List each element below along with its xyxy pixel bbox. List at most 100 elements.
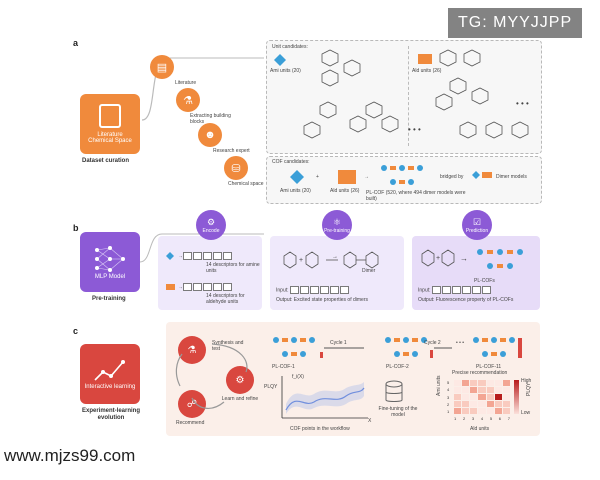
amine-unit-icon (274, 54, 286, 66)
heatmap-row-label: 3 (447, 394, 450, 400)
plot-fx-label: f_i(X) (292, 374, 304, 380)
cof-amine-icon (290, 170, 304, 184)
svg-text:+: + (436, 255, 440, 262)
bridged-by-label: bridged by (440, 174, 464, 180)
dataset-curation-tile: Literature Chemical Space (80, 94, 140, 154)
pl-cof-1-label: PL-COF-1 (272, 364, 295, 370)
heatmap-xlabel: Ald units (470, 426, 490, 432)
step-literature: ▤ (150, 55, 174, 79)
heatmap-colorbar (514, 380, 519, 414)
learn-refine-label: Learn and refine (221, 396, 259, 402)
pretrain-input-label: Input: (276, 287, 289, 294)
heatmap-cell (462, 394, 470, 400)
dataset-curation-caption: Dataset curation (82, 158, 130, 164)
heatmap-title: Precise recommendation (452, 370, 508, 376)
step-expert-label: Research expert (213, 148, 250, 154)
heatmap-cell (454, 401, 462, 407)
heatmap-col-label: 7 (507, 416, 510, 421)
heatmap-cell (494, 387, 502, 393)
heatmap-cell (478, 387, 486, 393)
heatmap-cell (470, 380, 478, 386)
unit-divider (408, 46, 409, 146)
pretraining-badge-label: Pre-training (324, 227, 350, 234)
heatmap-cell (462, 380, 470, 386)
interactive-learning-label: Interactive learning (84, 384, 136, 390)
heatmap-cell (454, 387, 462, 393)
encode-badge: ⚙Encode (196, 210, 226, 240)
cycle-arrows (175, 343, 248, 409)
pretraining-badge: ⚛Pre-training (322, 210, 352, 240)
heatmap-col-label: 1 (454, 416, 457, 421)
prediction-badge-label: Prediction (465, 227, 489, 234)
molecule-structures-illustration: • • • • • • (303, 49, 529, 139)
dimer-label: Dimer (362, 268, 376, 274)
step-extracting: ⚗ (176, 88, 200, 112)
plqy-curve-plot (281, 376, 368, 419)
section-b-connector (139, 233, 264, 263)
clipboard-icon (99, 104, 121, 128)
mlp-model-tile: MLP Model (80, 232, 140, 292)
heatmap-cell (470, 394, 478, 400)
pre-training-caption: Pre-training (92, 296, 126, 302)
encode-aldehyde-icon (166, 284, 175, 290)
prediction-badge: ☑Prediction (462, 210, 492, 240)
heatmap-cell (486, 380, 494, 386)
cycle-1-label: Cycle 1 (330, 340, 347, 346)
heatmap-row-label: 2 (447, 401, 450, 407)
cof-ami-label: Ami units (20) (280, 188, 311, 194)
predict-output-label: Output: Fluorescence property of PL-COFs (418, 297, 514, 303)
aldehyde-descriptor-cells: → (178, 283, 233, 291)
step-extracting-label: Extracting building blocks (190, 113, 231, 125)
experiment-learning-caption: Experiment-learning evolution (81, 408, 140, 421)
encode-badge-label: Encode (202, 227, 220, 234)
heatmap-cell (494, 380, 502, 386)
learn-refine-icon: ⚙ (226, 366, 254, 394)
heatmap-cell (462, 408, 470, 414)
heatmap-ylabel: Ami units (436, 375, 442, 396)
neural-network-icon (95, 246, 125, 272)
heatmap-cell (454, 408, 462, 414)
heatmap-grid (454, 380, 510, 414)
heatmap-col-label: 3 (471, 416, 475, 421)
encode-panel (158, 236, 262, 310)
dimer-model-icon (472, 168, 494, 182)
plus-sign: + (316, 174, 319, 180)
tile-label-literature: Literature (97, 132, 123, 138)
clipboard-check-icon: ☑ (472, 216, 482, 227)
svg-text:• • •: • • • (516, 99, 529, 108)
heatmap-cell (478, 380, 486, 386)
aldehyde-unit-icon (418, 54, 432, 64)
watermark-bottom: www.mjzs99.com (4, 446, 136, 466)
predict-input-label: Input: (418, 287, 431, 294)
prediction-panel (412, 236, 540, 310)
document-icon: ▤ (150, 55, 174, 79)
unit-candidates-title: Unit candidates: (272, 44, 308, 50)
expert-icon: ☻ (198, 123, 222, 147)
heatmap-cell (470, 401, 478, 407)
svg-text:• • •: • • • (408, 125, 421, 134)
heatmap-row-label: 5 (447, 380, 450, 385)
pl-cofs-label: PL-COFs (474, 278, 495, 284)
step-chemical-space-label: Chemical space (228, 181, 264, 187)
heatmap-cell (502, 387, 510, 393)
recommend-label: Recommend (176, 420, 205, 426)
step-literature-label: Literature (175, 80, 197, 86)
heatmap-cell (494, 401, 502, 407)
heatmap-col-label: 5 (489, 416, 493, 421)
encode-icon: ⚙ (206, 216, 216, 227)
heatmap-cell (502, 401, 510, 407)
heatmap-cell (470, 387, 478, 393)
encode-amine-icon (166, 252, 174, 260)
heatmap-cell (478, 408, 486, 414)
heatmap-cell (502, 380, 510, 386)
arrow-right-icon: → (364, 174, 369, 180)
pretrain-output-label: Output: Excited state properties of dime… (276, 297, 368, 303)
pretrain-input: Input: (276, 286, 350, 294)
ami-units-label: Ami units (20) (270, 68, 301, 74)
heatmap-cell (502, 408, 510, 414)
section-b-letter: b (73, 223, 79, 233)
dimer-reaction-illustration: + → (283, 251, 379, 269)
svg-text:→: → (332, 254, 338, 260)
